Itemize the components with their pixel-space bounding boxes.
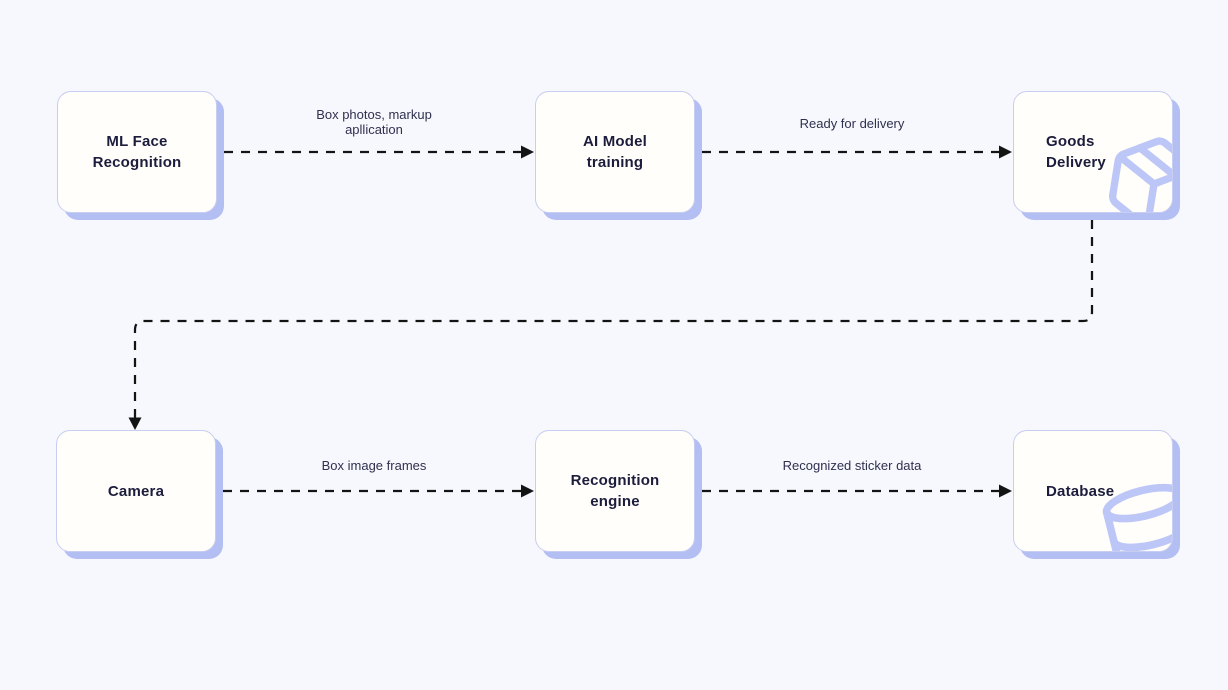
node-recognition-engine: Recognition engine — [535, 430, 695, 552]
edge-label-ready-for-delivery: Ready for delivery — [799, 116, 905, 131]
node-title: Goods Delivery — [1046, 133, 1106, 171]
node-ai-model-training: AI Model training — [535, 91, 695, 213]
node-title: Database — [1046, 482, 1115, 500]
node-camera: Camera — [56, 430, 216, 552]
node-title: Recognition engine — [570, 472, 660, 510]
node-goods-delivery: Goods Delivery — [1013, 91, 1173, 213]
node-title: Camera — [107, 482, 165, 500]
edge-label-box-photos: Box photos, markup apllication — [316, 107, 432, 137]
arrowhead-ai-to-goods — [999, 145, 1012, 159]
node-database: Database — [1013, 430, 1173, 552]
arrowhead-goods-to-camera — [128, 417, 142, 430]
node-title: AI Model training — [582, 133, 648, 171]
arrowhead-camera-to-engine — [521, 484, 534, 498]
arrowhead-engine-to-database — [999, 484, 1012, 498]
edge-label-recognized-sticker-data: Recognized sticker data — [782, 458, 922, 473]
arrowhead-ml-to-ai — [521, 145, 534, 159]
node-title: ML Face Recognition — [92, 133, 182, 171]
node-ml-face-recognition: ML Face Recognition — [57, 91, 217, 213]
edge-label-box-image-frames: Box image frames — [321, 458, 427, 473]
edge-goods-to-camera — [133, 220, 1094, 419]
package-icon — [1095, 125, 1172, 212]
